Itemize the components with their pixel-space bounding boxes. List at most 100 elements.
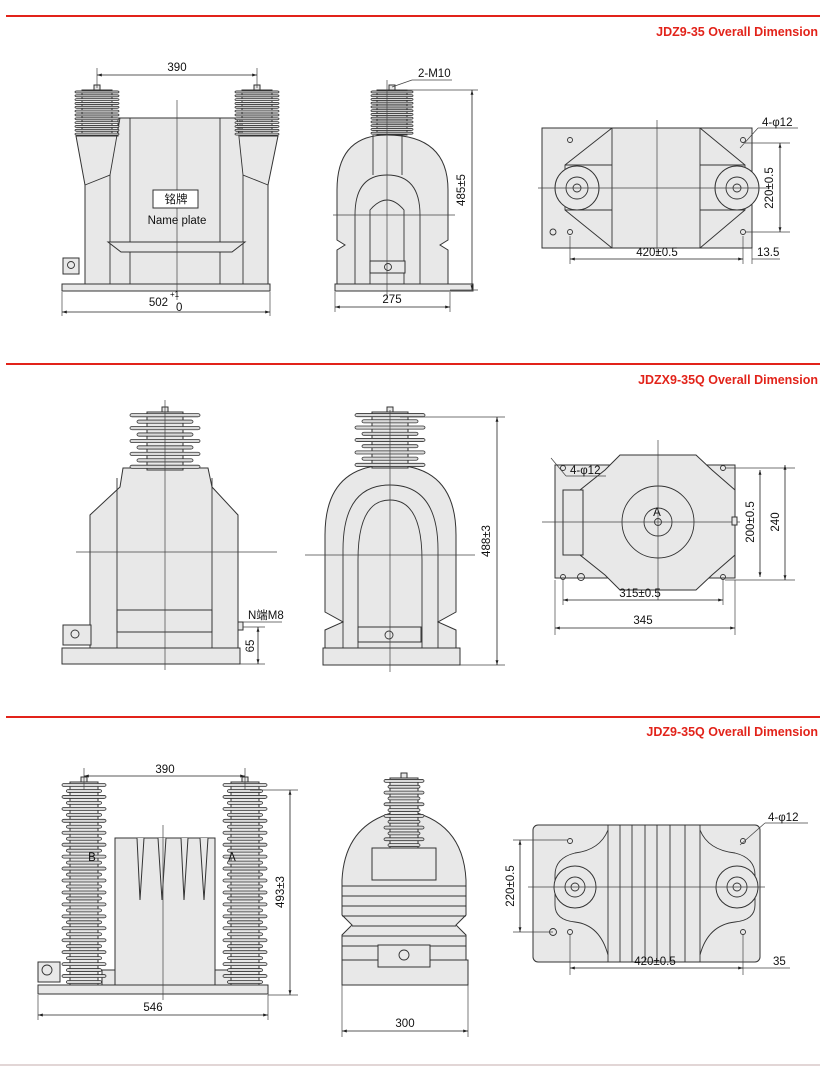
- body-rib: [116, 609, 213, 633]
- tolerance-lower: 0: [176, 302, 182, 314]
- insulator-shed: [222, 962, 268, 966]
- side-view: 2-M10 485±5 275: [333, 68, 478, 312]
- clamp: [369, 260, 406, 274]
- section-title: JDZ9-35Q Overall Dimension: [646, 725, 818, 739]
- dim-height: 485±5: [456, 174, 468, 206]
- insulator-shed: [234, 117, 280, 121]
- insulator-core: [81, 89, 113, 137]
- dim-depth: 240: [770, 512, 782, 531]
- insulator-shed: [226, 944, 263, 949]
- insulator-shed: [370, 105, 414, 109]
- insulator-shed: [387, 843, 421, 847]
- insulator-shed: [74, 132, 120, 136]
- insulator-shed: [370, 116, 414, 120]
- section-jdz9-35: JDZ9-35 Overall Dimension 铭牌 Name plate …: [6, 15, 820, 316]
- insulator-shed: [74, 117, 120, 121]
- insulator-shed: [66, 872, 103, 877]
- insulator-shed: [222, 902, 268, 907]
- top-view: A 4-φ12 200±0.5 240 315±0.5 345: [542, 440, 795, 635]
- insulator-shed: [226, 896, 263, 901]
- insulator: [370, 84, 414, 136]
- insulator-shed: [66, 944, 103, 949]
- insulator-shed: [222, 878, 268, 883]
- clamp: [357, 626, 422, 643]
- dim-terminal-spacing: 390: [167, 62, 186, 74]
- insulator-shed: [370, 109, 414, 113]
- insulator-shed: [74, 128, 120, 132]
- insulator-left: [74, 84, 120, 137]
- insulator-shed: [226, 968, 263, 972]
- insulator-shed: [387, 831, 421, 836]
- dim-width: 546: [143, 1002, 162, 1014]
- insulator-core: [69, 781, 99, 986]
- insulator: [383, 772, 425, 849]
- insulator-shed: [61, 795, 107, 799]
- insulator-b: [61, 776, 107, 986]
- insulator-shed: [226, 860, 263, 865]
- dim-terminal-spacing: 390: [155, 764, 174, 776]
- insulator-shed: [370, 113, 414, 116]
- insulator-a: [222, 776, 268, 986]
- terminal-nut: [388, 84, 396, 91]
- base-outline: [532, 824, 761, 963]
- dim-hole-spacing-v: 220±0.5: [505, 865, 517, 907]
- insulator-shed: [74, 102, 120, 105]
- insulator-shed: [66, 812, 103, 817]
- insulator-shed: [66, 848, 103, 853]
- insulator-shed: [222, 854, 268, 859]
- insulator-shed: [74, 98, 120, 102]
- insulator-shed: [234, 113, 280, 117]
- front-view: B A 390 493±3 546: [37, 764, 298, 1020]
- base-plate: [37, 984, 269, 995]
- insulator-shed: [61, 830, 107, 835]
- tolerance-upper: +1: [170, 290, 180, 299]
- dim-base-length: 502: [149, 297, 168, 309]
- terminal-mark: A: [653, 507, 661, 519]
- clamp: [377, 944, 431, 968]
- side-flange: [562, 489, 584, 556]
- insulator-right: [234, 84, 280, 137]
- base-plate: [322, 647, 461, 666]
- dim-offset: 35: [773, 956, 786, 968]
- ground-terminal: [62, 257, 80, 275]
- insulator-shed: [222, 938, 268, 943]
- mounting-holes: [560, 465, 726, 581]
- insulator-shed: [66, 908, 103, 913]
- insulator-shed: [370, 90, 414, 94]
- insulator-shed: [387, 796, 421, 801]
- insulator-shed: [226, 812, 263, 817]
- terminal-a-label: A: [228, 852, 236, 864]
- insulator-shed: [234, 132, 280, 136]
- dim-offset: 13.5: [757, 247, 779, 259]
- insulator-shed: [61, 806, 107, 811]
- insulator-core: [230, 781, 260, 986]
- insulator-shed: [234, 94, 280, 98]
- side-view: 300: [341, 772, 469, 1037]
- insulator-shed: [66, 932, 103, 937]
- insulator-shed: [370, 128, 414, 131]
- insulator-shed: [74, 113, 120, 117]
- insulator-shed: [226, 801, 263, 805]
- insulator-shed: [66, 836, 103, 841]
- insulator-shed: [234, 98, 280, 102]
- insulator-shed: [61, 926, 107, 931]
- insulator-shed: [234, 102, 280, 105]
- insulator-shed: [370, 94, 414, 98]
- insulator-shed: [234, 105, 280, 109]
- insulator-shed: [222, 795, 268, 799]
- insulator-shed: [226, 884, 263, 889]
- insulator-shed: [222, 914, 268, 919]
- base-plate: [61, 647, 241, 665]
- insulator-shed: [383, 779, 425, 783]
- base-plate: [61, 283, 271, 292]
- insulator-shed: [222, 866, 268, 871]
- insulator-shed: [66, 896, 103, 901]
- top-view: 4-φ12 220±0.5 420±0.5 35: [505, 812, 808, 975]
- terminal-nut: [400, 772, 408, 779]
- nameplate-label: Name plate: [148, 215, 207, 227]
- insulator-shed: [61, 818, 107, 823]
- dim-width: 345: [633, 615, 652, 627]
- insulator-shed: [383, 802, 425, 807]
- core-housing: [579, 454, 736, 591]
